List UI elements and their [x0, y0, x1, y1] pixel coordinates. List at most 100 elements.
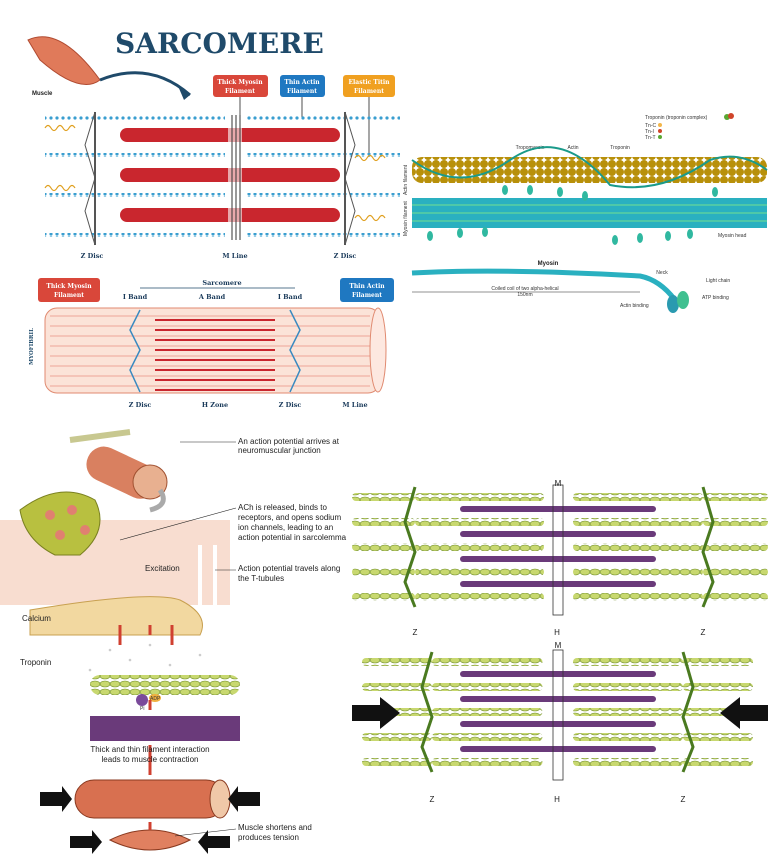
axon-terminal	[19, 491, 101, 556]
arrow-left-icon	[720, 697, 768, 729]
thick-filament	[460, 556, 656, 562]
neck-label: Neck	[656, 270, 668, 276]
coiled-coil-label: Coiled coil of two alpha-helical	[491, 286, 558, 292]
thin-filament	[45, 233, 225, 237]
thin-filament	[573, 758, 683, 766]
svg-text:Filament: Filament	[54, 292, 84, 299]
relaxed-sarcomere	[352, 484, 768, 616]
m-line	[552, 649, 564, 781]
thin-filament	[573, 493, 703, 501]
z-line	[420, 651, 434, 773]
thin-filament	[432, 733, 543, 741]
arrow-left-icon	[228, 786, 260, 812]
thin-filament	[573, 593, 703, 601]
myosin-title: Myosin	[538, 261, 559, 267]
thin-filament	[683, 658, 753, 666]
thick-filament	[460, 746, 656, 752]
excitation-contraction-panel: An action potential arrives at neuromusc…	[0, 429, 347, 854]
svg-text:Filament: Filament	[354, 88, 384, 95]
svg-text:Thin Actin: Thin Actin	[349, 283, 385, 290]
thin-filament	[683, 733, 753, 741]
thin-filament	[683, 683, 753, 691]
muscle-fiber-icon	[74, 779, 226, 819]
m-line-label: M Line	[342, 401, 367, 409]
thin-filament	[703, 593, 768, 601]
z-line-label: Z	[701, 628, 706, 637]
thin-filament	[245, 153, 400, 157]
thin-filament	[245, 193, 400, 197]
thin-filament	[45, 193, 225, 197]
m-line-label: M Line	[222, 252, 247, 260]
thin-filament	[45, 153, 225, 157]
z-disc-label: Z Disc	[129, 401, 152, 409]
sarcomere-diagram	[44, 111, 400, 246]
svg-text:Thick Myosin: Thick Myosin	[46, 283, 92, 290]
callout-thick-myosin: Thick Myosin Filament	[213, 75, 268, 130]
callout-elastic-titin: Elastic Titin Filament	[343, 75, 395, 155]
z-disc-label: Z Disc	[81, 252, 104, 260]
calcium-label: Calcium	[22, 614, 51, 623]
svg-text:Filament: Filament	[352, 292, 382, 299]
thin-filament	[703, 518, 768, 526]
m-line-label: M	[555, 641, 562, 650]
h-zone-label: H Zone	[202, 401, 228, 409]
thick-filament	[460, 531, 656, 537]
contracted-sarcomere	[362, 649, 753, 781]
nerve-muscle-fiber-icon	[69, 429, 168, 513]
arrow-left-icon	[198, 830, 230, 854]
thin-filament	[415, 493, 544, 501]
a-band-label: A Band	[198, 293, 226, 301]
excitation-label: Excitation	[145, 564, 180, 573]
thin-filament	[362, 758, 432, 766]
i-band-label: I Band	[278, 293, 303, 301]
z-disc-label: Z Disc	[279, 401, 302, 409]
page-title: SARCOMERE	[115, 27, 324, 60]
svg-text:leads to muscle contraction: leads to muscle contraction	[102, 755, 199, 764]
thin-filament	[352, 518, 415, 526]
thin-filament	[45, 116, 225, 120]
svg-text:Filament: Filament	[225, 88, 255, 95]
thin-filament	[573, 683, 683, 691]
interaction-text: Thick and thin filament interaction	[90, 745, 209, 754]
svg-text:Thin Actin: Thin Actin	[284, 79, 320, 86]
tropomyosin-label: Tropomyosin	[516, 145, 545, 151]
adp-label: ADP	[150, 696, 161, 702]
actin-filament	[412, 157, 767, 183]
coiled-coil-length: 150nm	[517, 292, 532, 298]
svg-text:Elastic Titin: Elastic Titin	[348, 79, 390, 86]
sarcomere-label: Sarcomere	[202, 279, 241, 287]
thick-filament	[460, 581, 656, 587]
thick-filament	[90, 716, 240, 741]
svg-text:action potential in sarcolemma: action potential in sarcolemma	[238, 533, 347, 542]
sarcoplasmic-reticulum	[29, 596, 203, 636]
thin-filament	[703, 493, 768, 501]
callout-thin-actin-lower: Thin Actin Filament	[340, 278, 394, 302]
shortened-muscle-icon	[108, 829, 192, 851]
m-line	[552, 484, 564, 616]
svg-text:Tn-I: Tn-I	[645, 129, 654, 135]
filament-panel: Troponin (troponin complex) Tn-C Tn-I Tn…	[403, 113, 768, 313]
myofibril-label: MYOFIBRIL	[29, 328, 35, 365]
shortens-text: Muscle shortens and	[238, 823, 312, 832]
thin-filament	[573, 658, 683, 666]
m-line-label: M	[555, 479, 562, 488]
z-line	[701, 486, 715, 608]
thin-filament	[573, 518, 703, 526]
thin-filament	[573, 708, 683, 716]
actin-label: Actin	[567, 145, 578, 151]
muscle-label: Muscle	[32, 91, 53, 97]
troponin-legend-title: Troponin (troponin complex)	[645, 115, 708, 121]
myosin-filament-label: Myosin filament	[403, 201, 409, 236]
h-zone-label: H	[554, 628, 560, 637]
arrow-right-icon	[352, 697, 400, 729]
myofibril-diagram	[44, 307, 387, 394]
svg-text:Thick Myosin: Thick Myosin	[217, 79, 263, 86]
svg-text:ion channels, leading to an: ion channels, leading to an	[238, 523, 333, 532]
arrow-right-icon	[70, 830, 102, 854]
thin-filament	[352, 543, 415, 551]
thin-filament	[703, 543, 768, 551]
thick-filament	[460, 721, 656, 727]
svg-text:Filament: Filament	[287, 88, 317, 95]
thin-filament	[573, 568, 703, 576]
